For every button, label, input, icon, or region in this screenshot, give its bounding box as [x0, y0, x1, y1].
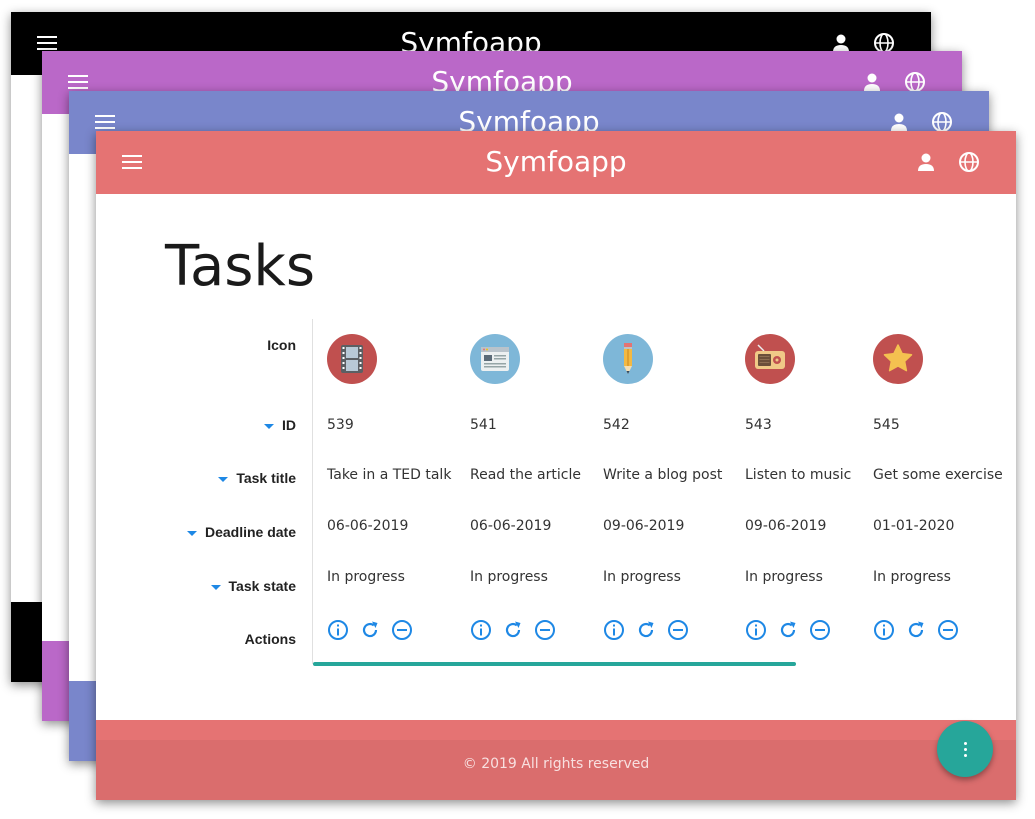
task-title: Write a blog post — [603, 467, 723, 483]
row-label-actions: Actions — [244, 631, 296, 647]
refresh-icon[interactable] — [502, 619, 524, 641]
task-deadline: 01-01-2020 — [873, 518, 955, 534]
menu-icon[interactable] — [95, 115, 115, 131]
task-title: Listen to music — [745, 467, 852, 483]
sort-arrow-icon[interactable] — [186, 530, 197, 536]
task-actions — [470, 619, 561, 641]
film-icon — [327, 334, 377, 384]
task-actions — [327, 619, 418, 641]
refresh-icon[interactable] — [905, 619, 927, 641]
task-state: In progress — [327, 569, 405, 585]
task-id: 545 — [873, 417, 900, 433]
task-state: In progress — [470, 569, 548, 585]
task-deadline: 09-06-2019 — [745, 518, 827, 534]
menu-icon[interactable] — [122, 155, 142, 171]
task-deadline: 06-06-2019 — [470, 518, 552, 534]
user-icon[interactable] — [831, 32, 851, 54]
user-icon[interactable] — [916, 151, 936, 173]
task-column: 539 Take in a TED talk 06-06-2019 In pro… — [313, 319, 453, 659]
refresh-icon[interactable] — [359, 619, 381, 641]
task-actions — [603, 619, 694, 641]
globe-icon[interactable] — [931, 111, 953, 133]
row-labels: Icon ID Task title Deadline date Task st… — [96, 319, 313, 664]
task-state: In progress — [603, 569, 681, 585]
footer: © 2019 All rights reserved — [96, 720, 1016, 800]
globe-icon[interactable] — [958, 151, 980, 173]
sort-arrow-icon[interactable] — [210, 584, 221, 590]
menu-icon[interactable] — [37, 36, 57, 52]
sort-arrow-icon[interactable] — [264, 423, 274, 429]
task-state: In progress — [745, 569, 823, 585]
footer-text: © 2019 All rights reserved — [462, 756, 650, 772]
app-bar: Symfoapp — [96, 131, 1016, 194]
task-id: 543 — [745, 417, 772, 433]
info-icon[interactable] — [327, 619, 349, 641]
remove-icon[interactable] — [667, 619, 689, 641]
main-window: Symfoapp Tasks Icon ID Task title Deadli… — [96, 131, 1016, 800]
task-title: Take in a TED talk — [327, 467, 452, 483]
task-state: In progress — [873, 569, 951, 585]
task-id: 542 — [603, 417, 630, 433]
refresh-icon[interactable] — [635, 619, 657, 641]
task-id: 539 — [327, 417, 354, 433]
task-actions — [745, 619, 836, 641]
pencil-icon — [603, 334, 653, 384]
page-title: Tasks — [165, 234, 316, 299]
info-icon[interactable] — [470, 619, 492, 641]
task-column: 545 Get some exercise 01-01-2020 In prog… — [859, 319, 1003, 659]
task-deadline: 06-06-2019 — [327, 518, 409, 534]
row-label-task-title[interactable]: Task title — [218, 470, 296, 486]
task-title: Get some exercise — [873, 467, 1003, 483]
remove-icon[interactable] — [391, 619, 413, 641]
task-column: 543 Listen to music 09-06-2019 In progre… — [731, 319, 871, 659]
app-title: Symfoapp — [485, 145, 627, 178]
user-icon[interactable] — [862, 71, 882, 93]
row-label-deadline[interactable]: Deadline date — [186, 524, 296, 540]
task-column: 542 Write a blog post 09-06-2019 In prog… — [589, 319, 729, 659]
info-icon[interactable] — [603, 619, 625, 641]
radio-icon — [745, 334, 795, 384]
more-actions-button[interactable] — [937, 721, 993, 777]
tasks-table: 539 Take in a TED talk 06-06-2019 In pro… — [313, 319, 1003, 679]
user-icon[interactable] — [889, 111, 909, 133]
row-label-id[interactable]: ID — [264, 417, 296, 433]
row-label-state[interactable]: Task state — [210, 578, 296, 594]
menu-icon[interactable] — [68, 75, 88, 91]
remove-icon[interactable] — [937, 619, 959, 641]
horizontal-scrollbar[interactable] — [313, 662, 796, 666]
info-icon[interactable] — [745, 619, 767, 641]
remove-icon[interactable] — [809, 619, 831, 641]
task-actions — [873, 619, 964, 641]
info-icon[interactable] — [873, 619, 895, 641]
task-column: 541 Read the article 06-06-2019 In progr… — [456, 319, 596, 659]
sort-arrow-icon[interactable] — [218, 476, 229, 482]
task-id: 541 — [470, 417, 497, 433]
task-deadline: 09-06-2019 — [603, 518, 685, 534]
refresh-icon[interactable] — [777, 619, 799, 641]
browser-window-icon — [470, 334, 520, 384]
remove-icon[interactable] — [534, 619, 556, 641]
star-icon — [873, 334, 923, 384]
row-label-icon: Icon — [267, 337, 296, 353]
footer-strip — [96, 720, 1016, 740]
globe-icon[interactable] — [904, 71, 926, 93]
task-title: Read the article — [470, 467, 581, 483]
